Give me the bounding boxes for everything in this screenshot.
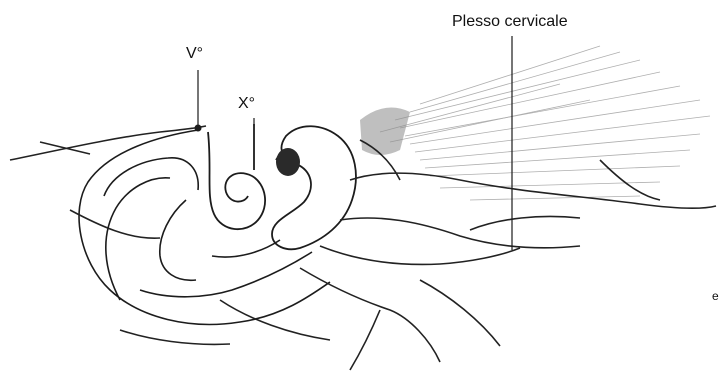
vagus-branch bbox=[208, 124, 265, 229]
label-cervical-plexus: Plesso cervicale bbox=[452, 14, 568, 30]
muscle-fibers bbox=[380, 46, 710, 200]
dark-spot bbox=[276, 148, 300, 176]
v-origin-dot bbox=[195, 125, 202, 132]
label-edge-fragment: e bbox=[712, 290, 719, 302]
nerve-trunks bbox=[10, 126, 716, 370]
label-vagus: X° bbox=[238, 96, 255, 112]
shaded-region bbox=[360, 108, 410, 156]
tragus-hook bbox=[272, 126, 356, 249]
label-trigeminal: V° bbox=[186, 46, 203, 62]
